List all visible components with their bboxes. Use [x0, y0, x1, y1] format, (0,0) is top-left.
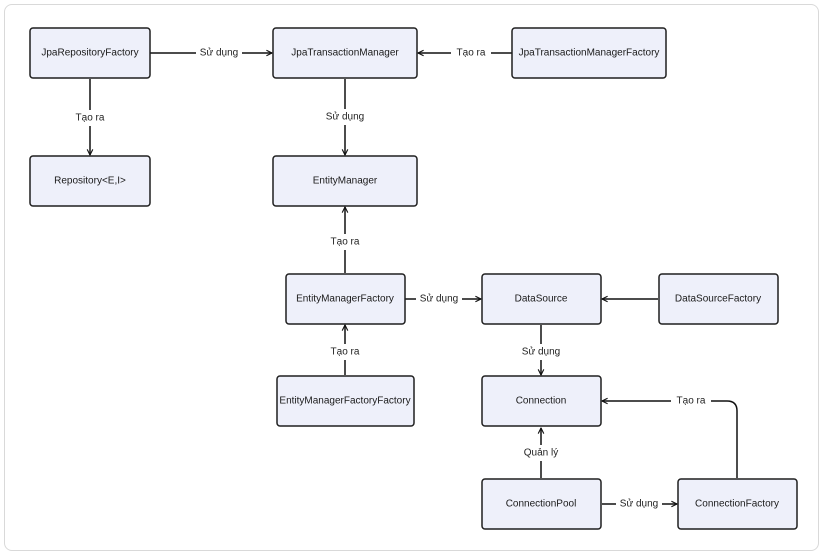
node-connection-factory[interactable]: ConnectionFactory: [677, 478, 798, 530]
label-data-source-uses-connection: Sử dụng: [518, 344, 564, 360]
label-emff-creates-emf: Tạo ra: [325, 344, 365, 360]
node-connection-pool[interactable]: ConnectionPool: [481, 478, 602, 530]
node-jpa-repository-factory[interactable]: JpaRepositoryFactory: [29, 27, 151, 79]
svg-text:DataSourceFactory: DataSourceFactory: [675, 294, 761, 305]
svg-text:Sử dụng: Sử dụng: [326, 111, 364, 123]
svg-text:Quản lý: Quản lý: [524, 448, 558, 459]
node-entity-manager[interactable]: EntityManager: [272, 155, 418, 207]
svg-text:Sử dụng: Sử dụng: [200, 47, 238, 59]
node-connection[interactable]: Connection: [481, 375, 602, 427]
node-data-source-factory[interactable]: DataSourceFactory: [658, 273, 779, 325]
svg-text:Sử dụng: Sử dụng: [620, 498, 658, 510]
svg-text:Tạo ra: Tạo ra: [331, 347, 360, 358]
label-tx-factory-creates-tx-manager: Tạo ra: [451, 45, 491, 61]
svg-text:EntityManager: EntityManager: [313, 176, 378, 187]
svg-text:JpaTransactionManagerFactory: JpaTransactionManagerFactory: [519, 48, 660, 59]
svg-text:Sử dụng: Sử dụng: [522, 346, 560, 358]
node-jpa-transaction-manager[interactable]: JpaTransactionManager: [272, 27, 418, 79]
svg-text:Tạo ra: Tạo ra: [331, 237, 360, 248]
label-conn-factory-creates-connection: Tạo ra: [671, 393, 711, 409]
svg-text:Tạo ra: Tạo ra: [677, 396, 706, 407]
edge-conn-factory-creates-connection: [602, 401, 738, 478]
svg-text:Connection: Connection: [516, 396, 567, 407]
svg-text:DataSource: DataSource: [515, 294, 568, 305]
svg-text:Repository<E,I>: Repository<E,I>: [54, 176, 126, 187]
label-emf-uses-data-source: Sử dụng: [416, 291, 462, 307]
node-jpa-transaction-manager-factory[interactable]: JpaTransactionManagerFactory: [511, 27, 667, 79]
svg-text:Sử dụng: Sử dụng: [420, 293, 458, 305]
label-repo-factory-creates-repository: Tạo ra: [70, 110, 110, 126]
label-pool-uses-conn-factory: Sử dụng: [616, 496, 662, 512]
node-repository[interactable]: Repository<E,I>: [29, 155, 151, 207]
svg-text:EntityManagerFactory: EntityManagerFactory: [296, 294, 394, 305]
svg-text:JpaRepositoryFactory: JpaRepositoryFactory: [41, 48, 138, 59]
label-pool-manages-connection: Quản lý: [519, 445, 563, 461]
label-emf-creates-entity-manager: Tạo ra: [325, 234, 365, 250]
svg-text:Tạo ra: Tạo ra: [76, 113, 105, 124]
svg-text:EntityManagerFactoryFactory: EntityManagerFactoryFactory: [279, 396, 410, 407]
node-entity-manager-factory[interactable]: EntityManagerFactory: [285, 273, 406, 325]
label-tx-manager-uses-entity-manager: Sử dụng: [322, 109, 368, 125]
svg-text:JpaTransactionManager: JpaTransactionManager: [291, 48, 399, 59]
svg-text:ConnectionFactory: ConnectionFactory: [695, 499, 779, 510]
svg-text:ConnectionPool: ConnectionPool: [506, 499, 577, 510]
node-entity-manager-factory-factory[interactable]: EntityManagerFactoryFactory: [276, 375, 415, 427]
node-data-source[interactable]: DataSource: [481, 273, 602, 325]
svg-text:Tạo ra: Tạo ra: [457, 48, 486, 59]
label-repo-factory-uses-tx-manager: Sử dụng: [196, 45, 242, 61]
